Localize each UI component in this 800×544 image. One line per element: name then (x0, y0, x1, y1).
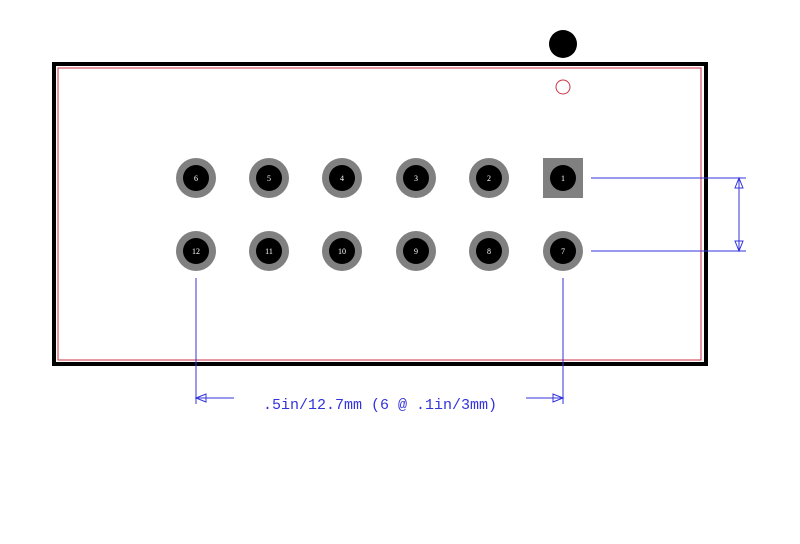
pin-label: 5 (267, 174, 271, 183)
horizontal-dimension-label: .5in/12.7mm (6 @ .1in/3mm) (263, 397, 497, 414)
pin-label: 10 (338, 247, 346, 256)
horizontal-arrow-right (552, 393, 565, 403)
pin-label: 8 (487, 247, 491, 256)
pin-6: 6 (176, 158, 216, 198)
pin-11: 11 (249, 231, 289, 271)
silkscreen-outline (57, 67, 702, 361)
pin-7: 7 (543, 231, 583, 271)
pin-hole (183, 165, 209, 191)
pin-12: 12 (176, 231, 216, 271)
pin-3: 3 (396, 158, 436, 198)
pin-label: 6 (194, 174, 198, 183)
pin-label: 9 (414, 247, 418, 256)
pin-hole (476, 238, 502, 264)
pin-label: 11 (265, 247, 273, 256)
pins-layer: 6 5 4 3 2 1 12 11 10 9 8 7 (176, 158, 583, 271)
pin-4: 4 (322, 158, 362, 198)
pin-hole (256, 238, 282, 264)
pin-hole (403, 165, 429, 191)
pin-label: 1 (561, 174, 565, 183)
board-outline (52, 62, 708, 366)
pin-label: 7 (561, 247, 565, 256)
pin-5: 5 (249, 158, 289, 198)
vertical-arrow-top (734, 176, 744, 189)
pin-1: 1 (543, 158, 583, 198)
pin-8: 8 (469, 231, 509, 271)
pin-9: 9 (396, 231, 436, 271)
pin-10: 10 (322, 231, 362, 271)
vertical-dimension (591, 176, 746, 253)
pin-hole (476, 165, 502, 191)
pin-hole (256, 165, 282, 191)
pin-hole (329, 165, 355, 191)
pin-2: 2 (469, 158, 509, 198)
pin-hole (550, 165, 576, 191)
pin-label: 12 (192, 247, 200, 256)
horizontal-arrow-left (194, 393, 207, 403)
vertical-arrow-bottom (734, 240, 744, 253)
pin-hole (183, 238, 209, 264)
pin-hole (329, 238, 355, 264)
pin1-marker-ring (555, 79, 571, 95)
pin-hole (403, 238, 429, 264)
pin1-marker-dot (549, 30, 577, 58)
pin-label: 2 (487, 174, 491, 183)
pin-label: 4 (340, 174, 344, 183)
pin-label: 3 (414, 174, 418, 183)
pin-hole (550, 238, 576, 264)
horizontal-dimension (194, 278, 565, 404)
